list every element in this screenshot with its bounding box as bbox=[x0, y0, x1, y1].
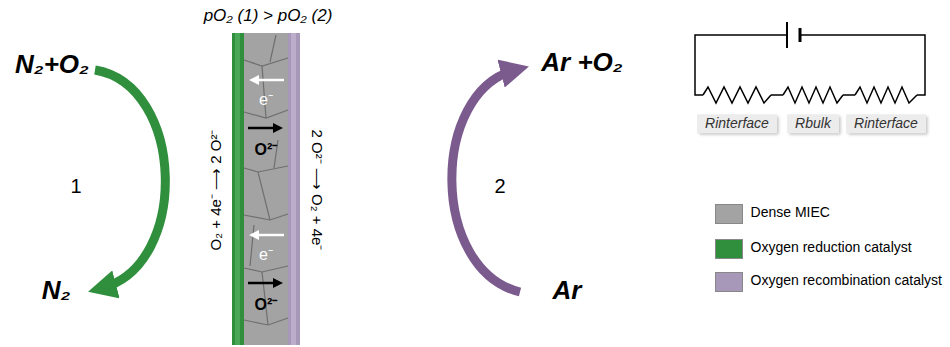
resistor-symbol bbox=[703, 87, 917, 103]
catalyst-texture bbox=[291, 33, 296, 345]
catalyst-texture bbox=[235, 33, 240, 345]
legend-swatch bbox=[715, 239, 743, 259]
heading-note: pO₂ (1) > pO₂ (2) bbox=[204, 7, 333, 26]
reaction-text: 2 O²⁻ ⟶ O₂ + 4e⁻ bbox=[309, 130, 326, 251]
grain-boundaries bbox=[244, 35, 288, 325]
flow-arrow bbox=[95, 70, 165, 288]
recombination-catalyst bbox=[288, 33, 300, 345]
dense-miec bbox=[244, 33, 288, 345]
ion-arrow bbox=[248, 127, 278, 130]
gas-label: Ar +O₂ bbox=[541, 48, 622, 77]
gas-label: Ar bbox=[553, 276, 582, 305]
legend-text: Oxygen reduction catalyst bbox=[751, 240, 912, 255]
reaction-text: O₂ + 4e⁻ ⟶ 2 O²⁻ bbox=[208, 130, 225, 251]
gas-label: N₂+O₂ bbox=[15, 50, 89, 79]
resistance-label: Rinterface bbox=[697, 114, 777, 133]
electron-arrow bbox=[254, 79, 284, 82]
flow-arrow bbox=[452, 70, 520, 292]
ion-arrow bbox=[248, 282, 278, 285]
battery-symbol bbox=[786, 22, 788, 48]
legend-swatch bbox=[715, 204, 743, 224]
gas-label: N₂ bbox=[42, 276, 71, 305]
membrane-box: e⁻ O²⁻ e⁻ O²⁻ bbox=[244, 33, 288, 345]
ion-label: O²⁻ bbox=[255, 296, 278, 314]
legend-swatch bbox=[715, 272, 743, 292]
circuit-wire bbox=[695, 35, 925, 95]
legend-text: Dense MIEC bbox=[751, 205, 830, 220]
resistance-label: Rinterface bbox=[846, 114, 926, 133]
electron-arrow bbox=[254, 234, 284, 237]
ion-label: O²⁻ bbox=[255, 141, 278, 159]
battery-symbol bbox=[799, 28, 802, 42]
side-number: 1 bbox=[70, 175, 81, 197]
electron-label: e⁻ bbox=[259, 91, 273, 109]
resistance-label: Rbulk bbox=[787, 114, 839, 133]
electron-label: e⁻ bbox=[259, 246, 273, 264]
side-number: 2 bbox=[494, 175, 505, 197]
reduction-catalyst bbox=[232, 33, 244, 345]
legend-text: Oxygen recombination catalyst bbox=[751, 273, 942, 288]
